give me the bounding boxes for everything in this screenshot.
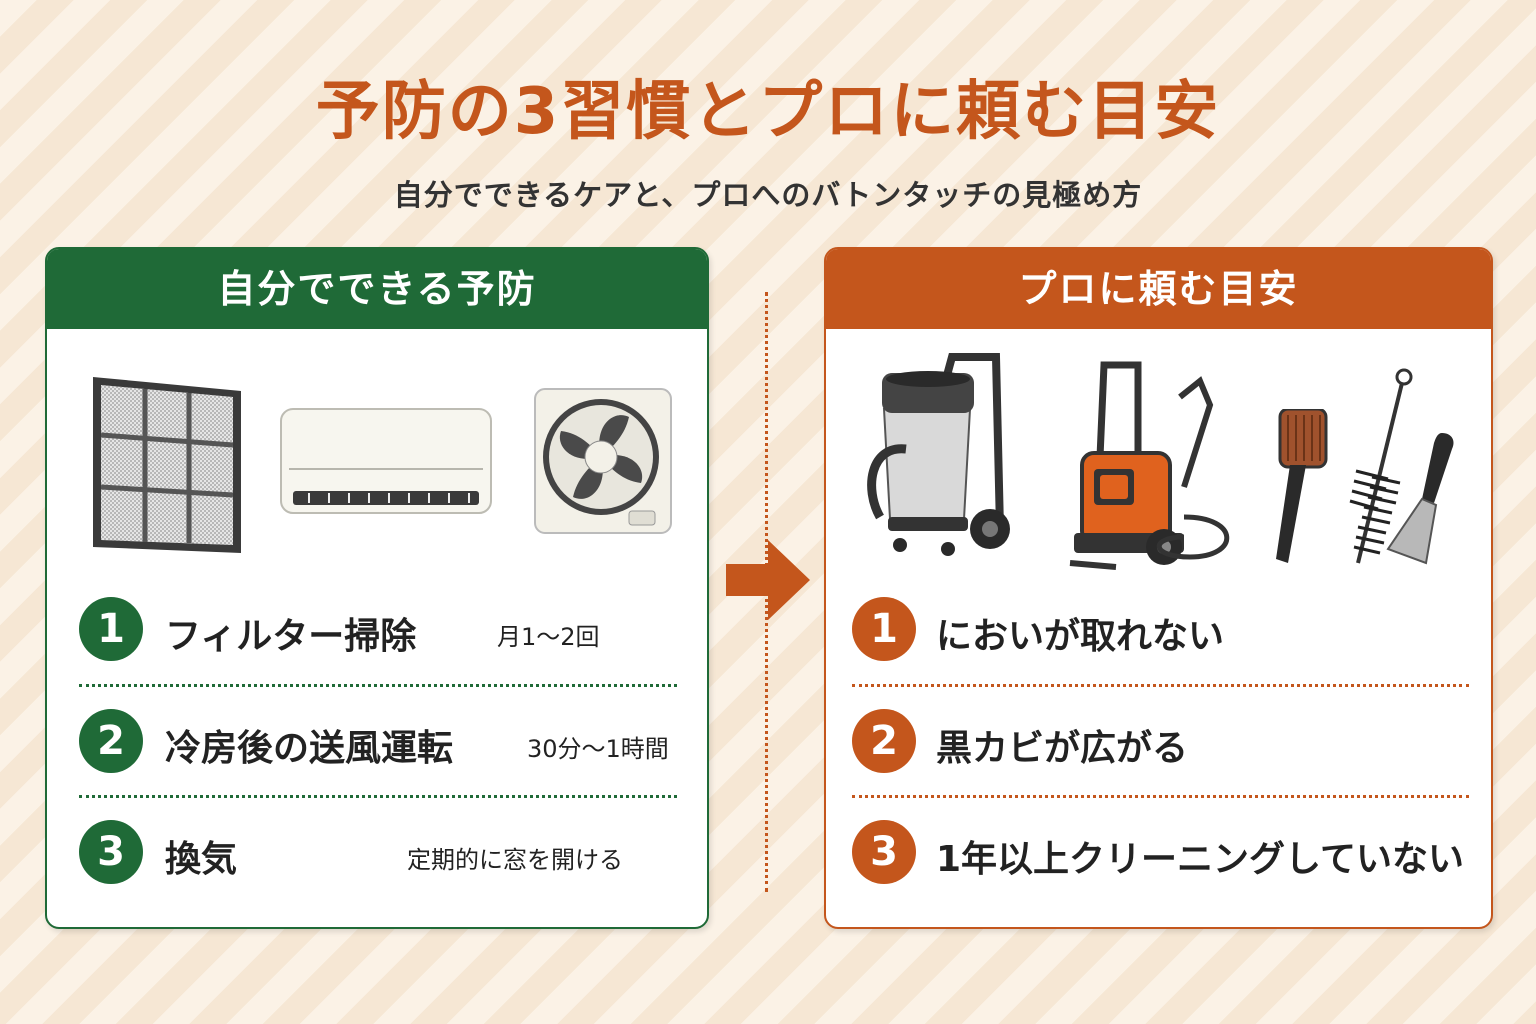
arrow-right-icon (726, 540, 810, 620)
list-item: 3 1年以上クリーニングしていない (826, 812, 1491, 892)
number-badge: 2 (79, 709, 143, 773)
ventilation-fan-icon (534, 388, 672, 534)
list-item: 3 換気 定期的に窓を開ける (47, 812, 707, 892)
list-item: 2 黒カビが広がる (826, 701, 1491, 781)
number-badge: 3 (79, 820, 143, 884)
item-label: フィルター掃除 (165, 616, 417, 657)
item-note: 月1～2回 (497, 623, 600, 651)
list-item: 2 冷房後の送風運転 30分～1時間 (47, 701, 707, 781)
number-badge: 2 (852, 709, 916, 773)
number-badge: 1 (79, 597, 143, 661)
page-subtitle: 自分でできるケアと、プロへのバトンタッチの見極め方 (393, 178, 1143, 212)
vacuum-cleaner-icon (867, 353, 1010, 556)
item-label: においが取れない (936, 616, 1225, 657)
number-badge: 1 (852, 597, 916, 661)
self-prevention-panel: 自分でできる予防 (45, 247, 709, 929)
divider (79, 684, 677, 687)
item-label: 1年以上クリーニングしていない (936, 839, 1464, 880)
divider (79, 795, 677, 798)
number-badge: 3 (852, 820, 916, 884)
filter-icon (93, 377, 241, 553)
divider (852, 795, 1469, 798)
brush-icon (1276, 409, 1328, 563)
page-title: 予防の3習慣とプロに頼む目安 (315, 75, 1221, 149)
list-item: 1 においが取れない (826, 589, 1491, 669)
pro-guideline-panel: プロに頼む目安 (824, 247, 1493, 929)
pro-guideline-heading: プロに頼む目安 (826, 249, 1491, 329)
air-conditioner-icon (280, 408, 492, 514)
self-prevention-heading: 自分でできる予防 (47, 249, 707, 329)
bottle-brush-icon (1349, 368, 1413, 564)
divider (852, 684, 1469, 687)
list-item: 1 フィルター掃除 月1～2回 (47, 589, 707, 669)
pressure-washer-icon (1069, 361, 1230, 570)
item-note: 30分～1時間 (527, 735, 669, 763)
item-note: 定期的に窓を開ける (407, 846, 623, 874)
item-label: 換気 (165, 839, 238, 880)
item-label: 冷房後の送風運転 (165, 728, 454, 769)
scraper-icon (1386, 433, 1454, 565)
item-label: 黒カビが広がる (936, 728, 1189, 769)
